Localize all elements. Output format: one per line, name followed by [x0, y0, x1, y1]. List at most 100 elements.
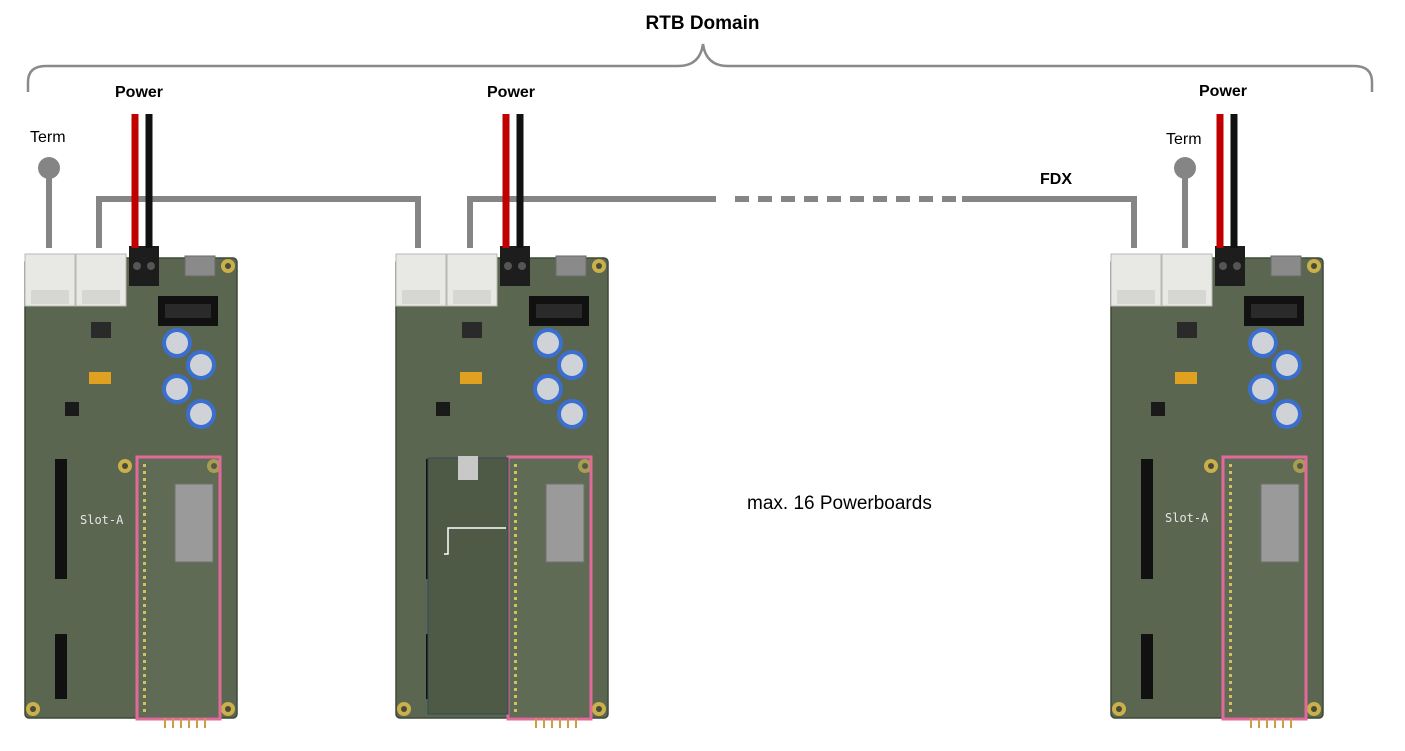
module-pin [514, 506, 517, 509]
module-pin [143, 667, 146, 670]
terminal-screw [1219, 262, 1227, 270]
module-pin [514, 667, 517, 670]
tantalum-cap [460, 372, 482, 384]
termination-plug [38, 157, 60, 248]
module-pin [514, 660, 517, 663]
module-pin [1229, 478, 1232, 481]
module-pin [143, 478, 146, 481]
module-pin [514, 688, 517, 691]
module-pin [1229, 520, 1232, 523]
module-pin [514, 513, 517, 516]
module-pin [143, 492, 146, 495]
module-pin [514, 520, 517, 523]
aux-connector [556, 256, 586, 276]
ic-chip [1151, 402, 1165, 416]
module-pin [143, 681, 146, 684]
capacitor-top [537, 378, 559, 400]
module-pin [143, 499, 146, 502]
tantalum-cap [89, 372, 111, 384]
module-pin [1229, 513, 1232, 516]
module-pin [514, 464, 517, 467]
module-pin [1229, 611, 1232, 614]
module-pin [1229, 597, 1232, 600]
module-pin [514, 541, 517, 544]
terminal-screw [133, 262, 141, 270]
powerboard [1111, 246, 1323, 728]
rj-latch [1117, 290, 1155, 304]
module-pin [1229, 499, 1232, 502]
module-pin [143, 485, 146, 488]
terminal-screw [1233, 262, 1241, 270]
module-pin [1229, 562, 1232, 565]
capacitor-top [190, 403, 212, 425]
module-pin [143, 597, 146, 600]
usb-connector [458, 456, 478, 480]
module-pin [1229, 485, 1232, 488]
module-pin [514, 492, 517, 495]
aux-connector [185, 256, 215, 276]
module-pin [1229, 576, 1232, 579]
power-label-1: Power [115, 84, 163, 102]
mounting-hole-center [401, 706, 407, 712]
module-pin [514, 576, 517, 579]
module-pin [514, 681, 517, 684]
module-pin [143, 513, 146, 516]
powerboard [396, 246, 608, 728]
module-pin [1229, 555, 1232, 558]
module-pin [1229, 674, 1232, 677]
regulator [462, 322, 482, 338]
module-pin [1229, 625, 1232, 628]
module-pin [1229, 527, 1232, 530]
module-pin [143, 464, 146, 467]
power-label-3: Power [1199, 83, 1247, 101]
left-header [1141, 459, 1153, 579]
module-pin [143, 527, 146, 530]
module-pin [143, 632, 146, 635]
module-pin [514, 695, 517, 698]
pin-header-inner [165, 304, 211, 318]
module-pin [514, 653, 517, 656]
module-chip [1261, 484, 1299, 562]
module-pin [1229, 660, 1232, 663]
capacitor-top [190, 354, 212, 376]
module-pin [1229, 702, 1232, 705]
module-pin [1229, 492, 1232, 495]
term-label-3: Term [1166, 131, 1202, 149]
module-pin [143, 688, 146, 691]
module-pin [514, 478, 517, 481]
capacitor-top [1276, 403, 1298, 425]
capacitor-top [166, 332, 188, 354]
module-pin [143, 625, 146, 628]
pin-header-inner [1251, 304, 1297, 318]
terminal-screw [518, 262, 526, 270]
module-pin [514, 646, 517, 649]
module-pin [514, 625, 517, 628]
module-pin [514, 639, 517, 642]
left-header [55, 459, 67, 579]
powerboards [25, 114, 1323, 728]
module-pin [143, 506, 146, 509]
aux-connector [1271, 256, 1301, 276]
module-pin [143, 576, 146, 579]
mounting-hole-center [1116, 706, 1122, 712]
module-pin [1229, 541, 1232, 544]
left-header [1141, 634, 1153, 699]
module-pin [1229, 681, 1232, 684]
board-count-note: max. 16 Powerboards [747, 493, 932, 515]
module-pin [1229, 464, 1232, 467]
module-pin [143, 583, 146, 586]
terminal-screw [504, 262, 512, 270]
module-pin [1229, 604, 1232, 607]
module-pin [1229, 667, 1232, 670]
module-pin [143, 695, 146, 698]
rj-latch [1168, 290, 1206, 304]
regulator [1177, 322, 1197, 338]
module-pin [143, 646, 146, 649]
module-pin [1229, 534, 1232, 537]
module-pin [143, 674, 146, 677]
slot-label-3: Slot-A [1165, 511, 1208, 525]
module-pin [143, 660, 146, 663]
termination-plug [1174, 157, 1196, 248]
mounting-hole-center [122, 463, 128, 469]
powerboard [25, 246, 237, 728]
